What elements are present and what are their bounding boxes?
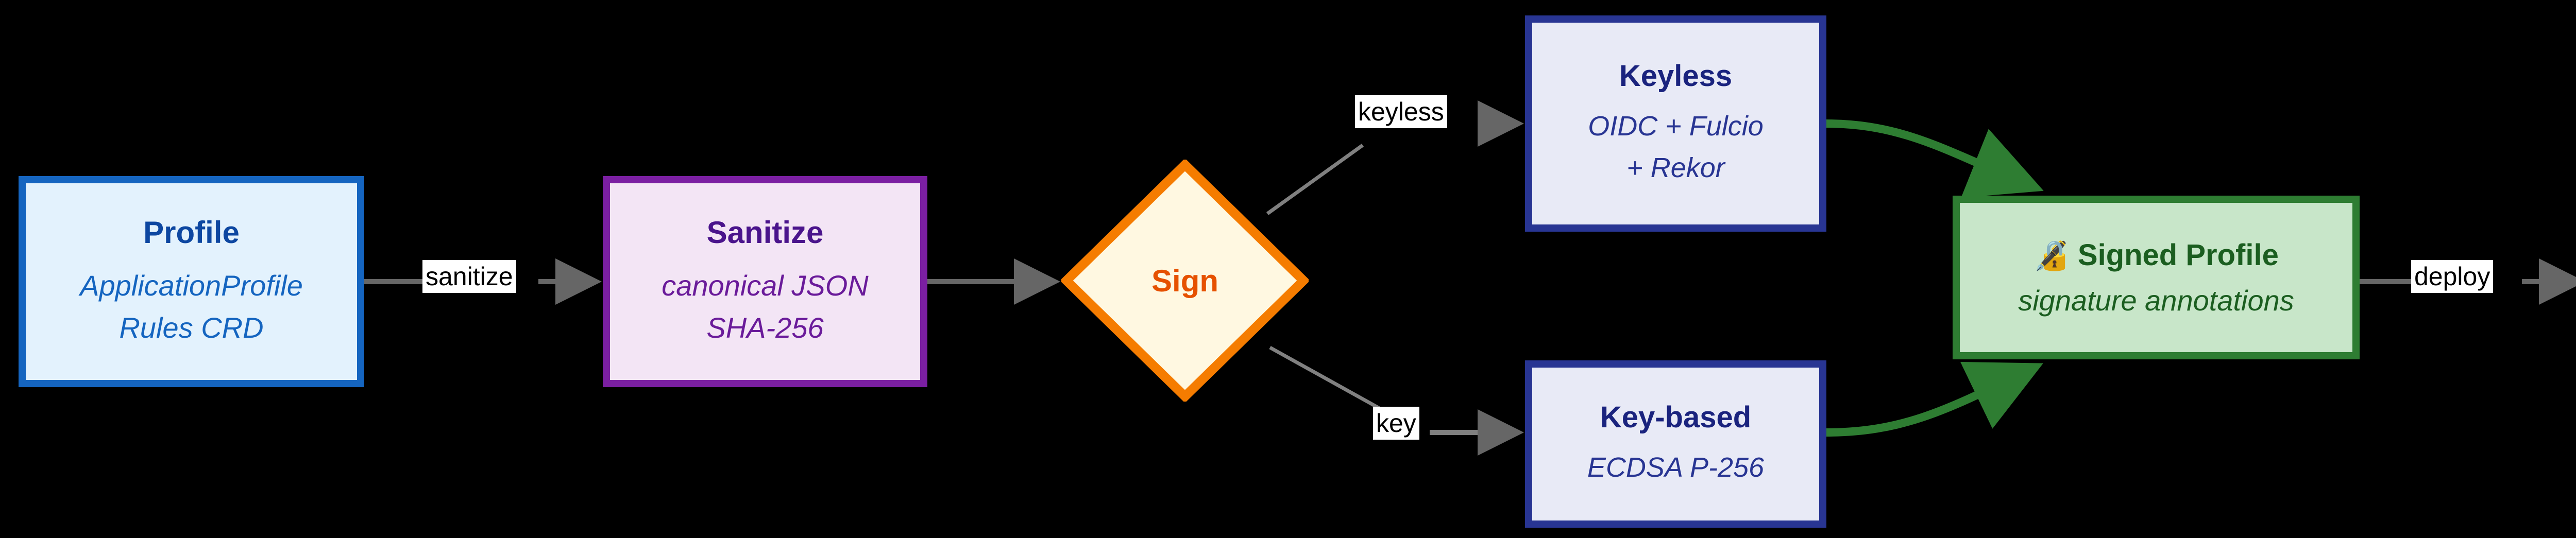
- sanitize-title: Sanitize: [706, 215, 824, 250]
- node-signed-profile[interactable]: 🔏 Signed Profile signature annotations: [1953, 196, 2360, 359]
- node-keybased[interactable]: Key-based ECDSA P-256: [1525, 360, 1826, 528]
- sign-title: Sign: [1151, 263, 1218, 298]
- node-sanitize[interactable]: Sanitize canonical JSON SHA-256: [603, 176, 927, 387]
- node-sign[interactable]: Sign: [1061, 160, 1309, 402]
- edge-label-deploy: deploy: [2411, 260, 2494, 293]
- profile-subtitle-1: ApplicationProfile: [80, 269, 303, 302]
- node-keyless[interactable]: Keyless OIDC + Fulcio + Rekor: [1525, 15, 1826, 232]
- profile-title: Profile: [143, 215, 240, 250]
- sign-diamond-shape: [1061, 160, 1309, 402]
- profile-subtitle-2: Rules CRD: [119, 311, 264, 344]
- keybased-title: Key-based: [1600, 400, 1752, 434]
- signed-profile-title-row: 🔏 Signed Profile: [2033, 238, 2279, 272]
- sanitize-subtitle-1: canonical JSON: [662, 269, 869, 302]
- keyless-subtitle-1: OIDC + Fulcio: [1588, 110, 1764, 142]
- node-profile[interactable]: Profile ApplicationProfile Rules CRD: [19, 176, 364, 387]
- sanitize-subtitle-2: SHA-256: [706, 311, 824, 344]
- keyless-title: Keyless: [1619, 59, 1733, 93]
- edge-label-key: key: [1373, 407, 1419, 440]
- keyless-subtitle-2: + Rekor: [1626, 152, 1725, 183]
- lock-with-pen-icon: 🔏: [2033, 238, 2070, 271]
- keybased-subtitle-1: ECDSA P-256: [1587, 452, 1765, 483]
- edge-label-keyless: keyless: [1355, 95, 1447, 128]
- edge-keybased-to-signed-profile: [1826, 361, 2043, 437]
- edge-label-sanitize: sanitize: [422, 260, 516, 293]
- signed-profile-title: Signed Profile: [2077, 238, 2279, 272]
- edge-keyless-to-signed-profile: [1826, 119, 2044, 198]
- signed-profile-subtitle-1: signature annotations: [2018, 284, 2294, 317]
